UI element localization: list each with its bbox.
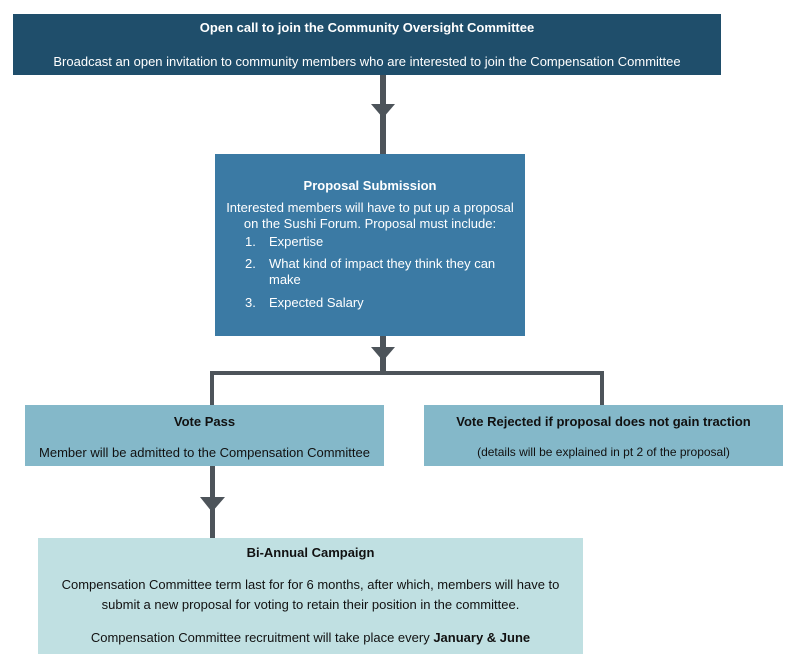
list-number: 3. bbox=[245, 295, 256, 310]
list-text: Expected Salary bbox=[269, 295, 364, 310]
proposal-requirements-list: 1. Expertise 2. What kind of impact they… bbox=[245, 234, 511, 317]
list-item: 3. Expected Salary bbox=[245, 295, 511, 311]
step-bi-annual-campaign: Bi-Annual Campaign Compensation Committe… bbox=[38, 538, 583, 654]
step-vote-rejected: Vote Rejected if proposal does not gain … bbox=[424, 405, 783, 466]
proposal-description: Interested members will have to put up a… bbox=[215, 200, 525, 232]
connector-split-right bbox=[600, 371, 604, 406]
campaign-line-2: submit a new proposal for voting to reta… bbox=[101, 597, 520, 612]
arrow-head-3 bbox=[200, 497, 225, 512]
list-number: 1. bbox=[245, 234, 256, 249]
campaign-recruitment-months: January & June bbox=[433, 630, 531, 645]
step-proposal-submission: Proposal Submission Interested members w… bbox=[215, 154, 525, 336]
vote-pass-text: Member will be admitted to the Compensat… bbox=[39, 445, 370, 460]
list-number: 2. bbox=[245, 256, 256, 271]
proposal-title: Proposal Submission bbox=[303, 178, 437, 193]
arrow-head-1 bbox=[371, 104, 395, 118]
list-text-line-2: make bbox=[269, 272, 301, 287]
campaign-recruitment-text: Compensation Committee recruitment will … bbox=[38, 630, 583, 645]
connector-split-h bbox=[210, 371, 604, 375]
list-text: Expertise bbox=[269, 234, 324, 249]
campaign-title: Bi-Annual Campaign bbox=[246, 545, 375, 560]
proposal-desc-line-2: on the Sushi Forum. Proposal must includ… bbox=[243, 216, 497, 231]
step-vote-pass: Vote Pass Member will be admitted to the… bbox=[25, 405, 384, 466]
list-item: 1. Expertise bbox=[245, 234, 511, 250]
vote-rejected-title: Vote Rejected if proposal does not gain … bbox=[456, 414, 751, 429]
open-call-title: Open call to join the Community Oversigh… bbox=[199, 20, 535, 35]
proposal-desc-line-1: Interested members will have to put up a… bbox=[226, 200, 514, 215]
connector-split-left bbox=[210, 371, 214, 406]
vote-pass-title: Vote Pass bbox=[173, 414, 236, 429]
campaign-recruitment-prefix: Compensation Committee recruitment will … bbox=[90, 630, 434, 645]
campaign-term-text: Compensation Committee term last for for… bbox=[38, 575, 583, 615]
open-call-text: Broadcast an open invitation to communit… bbox=[53, 54, 681, 69]
list-text-line-1: What kind of impact they think they can bbox=[269, 256, 496, 271]
campaign-line-1: Compensation Committee term last for for… bbox=[61, 577, 560, 592]
vote-rejected-text: (details will be explained in pt 2 of th… bbox=[477, 445, 730, 459]
step-open-call: Open call to join the Community Oversigh… bbox=[13, 14, 721, 75]
list-item: 2. What kind of impact they think they c… bbox=[245, 256, 511, 288]
list-text: What kind of impact they think they can … bbox=[269, 256, 495, 288]
arrow-head-2 bbox=[371, 347, 395, 361]
